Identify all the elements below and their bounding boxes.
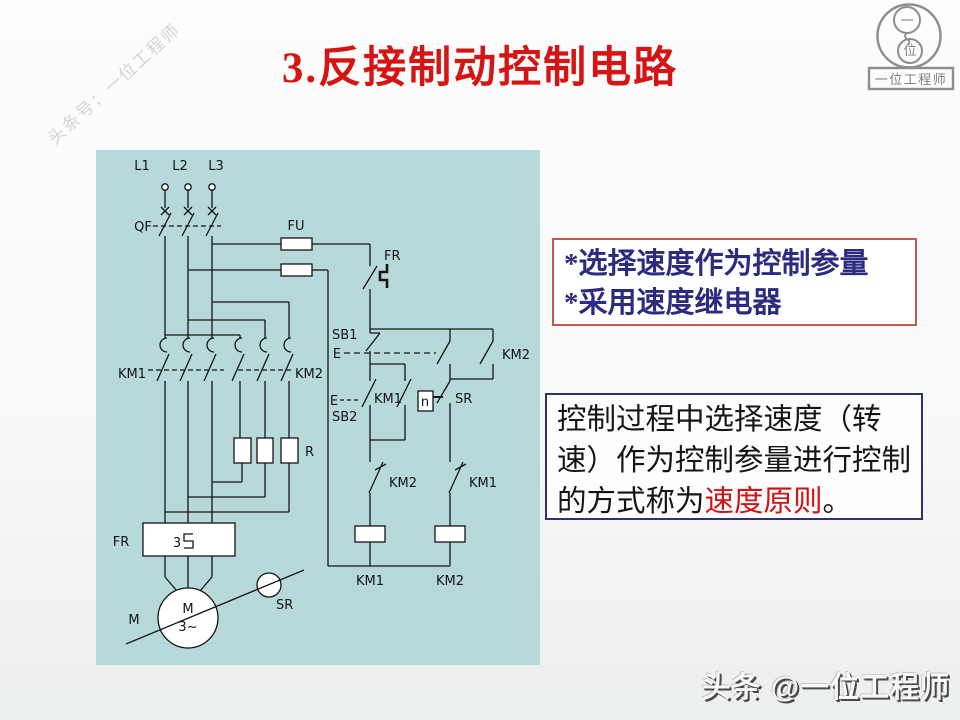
label-L2: L2	[172, 159, 188, 174]
logo-bottom-circle	[897, 38, 923, 64]
label-L1: L1	[134, 159, 150, 174]
label-fu: FU	[288, 219, 305, 234]
label-motor-phase: 3~	[178, 620, 197, 635]
footer-credit: 头条 @一位工程师	[701, 672, 950, 704]
label-km1-main: KM1	[118, 367, 146, 382]
start-branch	[340, 363, 412, 462]
label-resistor: R	[305, 445, 314, 460]
note1-line2: *采用速度继电器	[564, 287, 782, 319]
label-e1: E	[333, 347, 341, 362]
note-box-speed-parameter: *选择速度作为控制参量 *采用速度继电器	[552, 238, 917, 326]
label-km2-coil: KM2	[436, 574, 464, 589]
label-qf: QF	[134, 220, 152, 235]
label-sr-shaft: SR	[276, 598, 293, 613]
note2-suffix: 。	[822, 486, 853, 518]
stop-button-no-contact	[436, 329, 451, 379]
km1-selfhold-contact	[396, 378, 412, 408]
fuse-2	[280, 263, 313, 277]
label-e2: E	[330, 394, 338, 409]
contactor-km2-main-contacts	[231, 337, 294, 382]
terminal-L1	[161, 183, 169, 191]
label-heater-count: 3	[173, 536, 181, 551]
control-circuit	[328, 264, 494, 567]
km1-coil	[354, 525, 386, 543]
label-sb2: SB2	[332, 410, 357, 425]
label-n: n	[421, 395, 429, 410]
power-circuit	[125, 183, 371, 649]
thermal-relay-contact-symbol	[378, 264, 389, 288]
label-km1-selfhold: KM1	[374, 392, 402, 407]
label-L3: L3	[208, 159, 224, 174]
start-button-no-contact	[361, 378, 377, 408]
logo-swirl	[904, 32, 911, 46]
logo-top-glyph: 一	[900, 14, 913, 29]
note2-highlight: 速度原则	[704, 486, 823, 518]
label-km2-selfhold: KM2	[502, 348, 530, 363]
km2-selfhold-contact	[450, 329, 494, 380]
circuit-diagram-panel: L1 L2 L3 QF FU FR KM1 KM2 R FR 3 M M 3~ …	[96, 150, 540, 665]
label-km2-interlock: KM2	[389, 476, 417, 491]
motor-shaft	[125, 569, 305, 645]
circuit-labels: L1 L2 L3 QF FU FR KM1 KM2 R FR 3 M M 3~ …	[113, 159, 530, 635]
note-box-speed-principle: 控制过程中选择速度（转速）作为控制参量进行控制的方式称为速度原则。	[545, 393, 923, 520]
label-motor: M	[128, 613, 139, 628]
logo-bottom-glyph: 位	[903, 44, 916, 59]
label-motor-m: M	[182, 602, 193, 617]
label-fr-box: FR	[113, 535, 130, 550]
breaker-qf-symbol	[153, 206, 221, 237]
page-title: 3.反接制动控制电路	[281, 45, 679, 92]
label-km1-interlock: KM1	[469, 476, 497, 491]
logo-name-label: 一位工程师	[875, 73, 948, 88]
braking-resistors	[233, 437, 299, 464]
speed-sensor-box	[417, 390, 434, 412]
terminal-L2	[184, 183, 192, 191]
km2-coil	[434, 525, 466, 543]
fuse-1	[280, 237, 313, 251]
note2-text: 控制过程中选择速度（转速）作为控制参量进行控制的方式称为	[557, 404, 912, 518]
label-sb1: SB1	[332, 328, 357, 343]
terminal-L3	[208, 183, 216, 191]
speed-relay-contact	[417, 379, 451, 462]
brand-logo-graphic: 一 位 一位工程师	[867, 3, 955, 91]
label-sr-contact: SR	[455, 392, 472, 407]
label-km2-main: KM2	[295, 367, 323, 382]
brand-logo: 一 位 一位工程师	[866, 2, 958, 97]
thermal-relay-contact	[362, 265, 378, 290]
label-fr-contact: FR	[384, 249, 401, 264]
circuit-diagram: L1 L2 L3 QF FU FR KM1 KM2 R FR 3 M M 3~ …	[113, 159, 530, 649]
logo-name-box	[867, 66, 955, 91]
stop-button-nc-contact	[344, 329, 436, 364]
km2-interlock-nc-contact	[368, 461, 387, 526]
note1-line1: *选择速度作为控制参量	[564, 248, 869, 280]
label-km1-coil: KM1	[356, 574, 384, 589]
heater-element-symbol	[183, 533, 194, 549]
contactor-km1-main-contacts	[148, 337, 224, 382]
thermal-relay-heater-box	[142, 522, 236, 557]
km1-interlock-nc-contact	[448, 461, 467, 526]
